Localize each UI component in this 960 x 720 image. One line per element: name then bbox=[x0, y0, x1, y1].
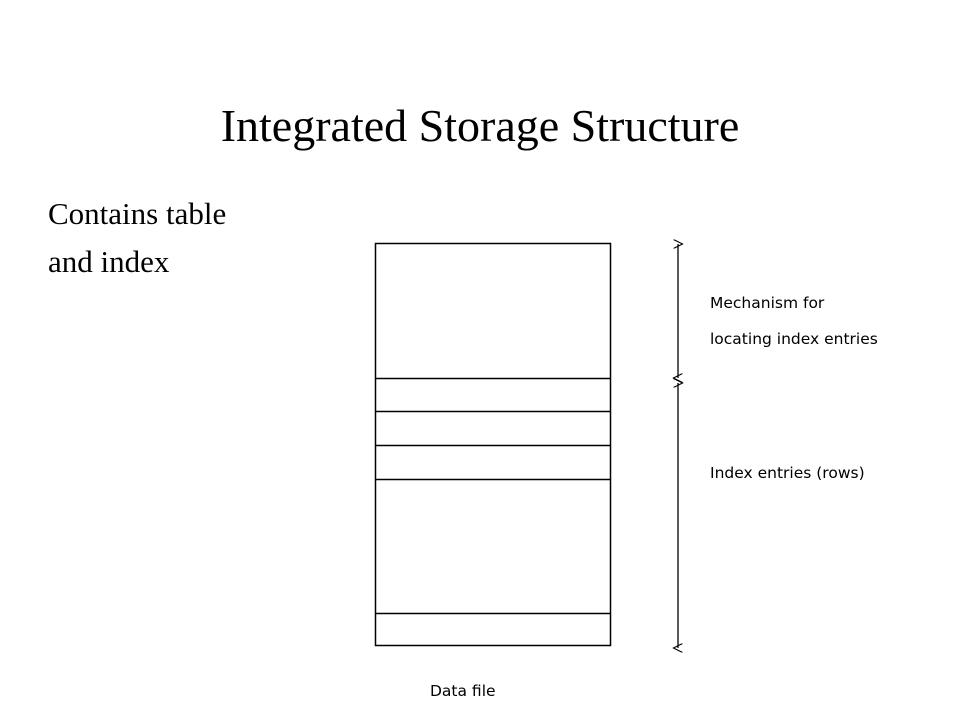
data-file-label: Data file bbox=[430, 682, 496, 700]
bullet-line-1: Contains table bbox=[48, 196, 227, 231]
slide-title: Integrated Storage Structure bbox=[220, 100, 740, 151]
data-file-box bbox=[374, 242, 612, 647]
bullet-line-2: and index bbox=[48, 244, 170, 279]
mechanism-label-line-1: Mechanism for bbox=[710, 294, 825, 312]
mechanism-label-line-2: locating index entries bbox=[710, 330, 878, 348]
index-entries-label: Index entries (rows) bbox=[710, 464, 865, 482]
bullet-text: Contains table and index bbox=[48, 190, 348, 286]
